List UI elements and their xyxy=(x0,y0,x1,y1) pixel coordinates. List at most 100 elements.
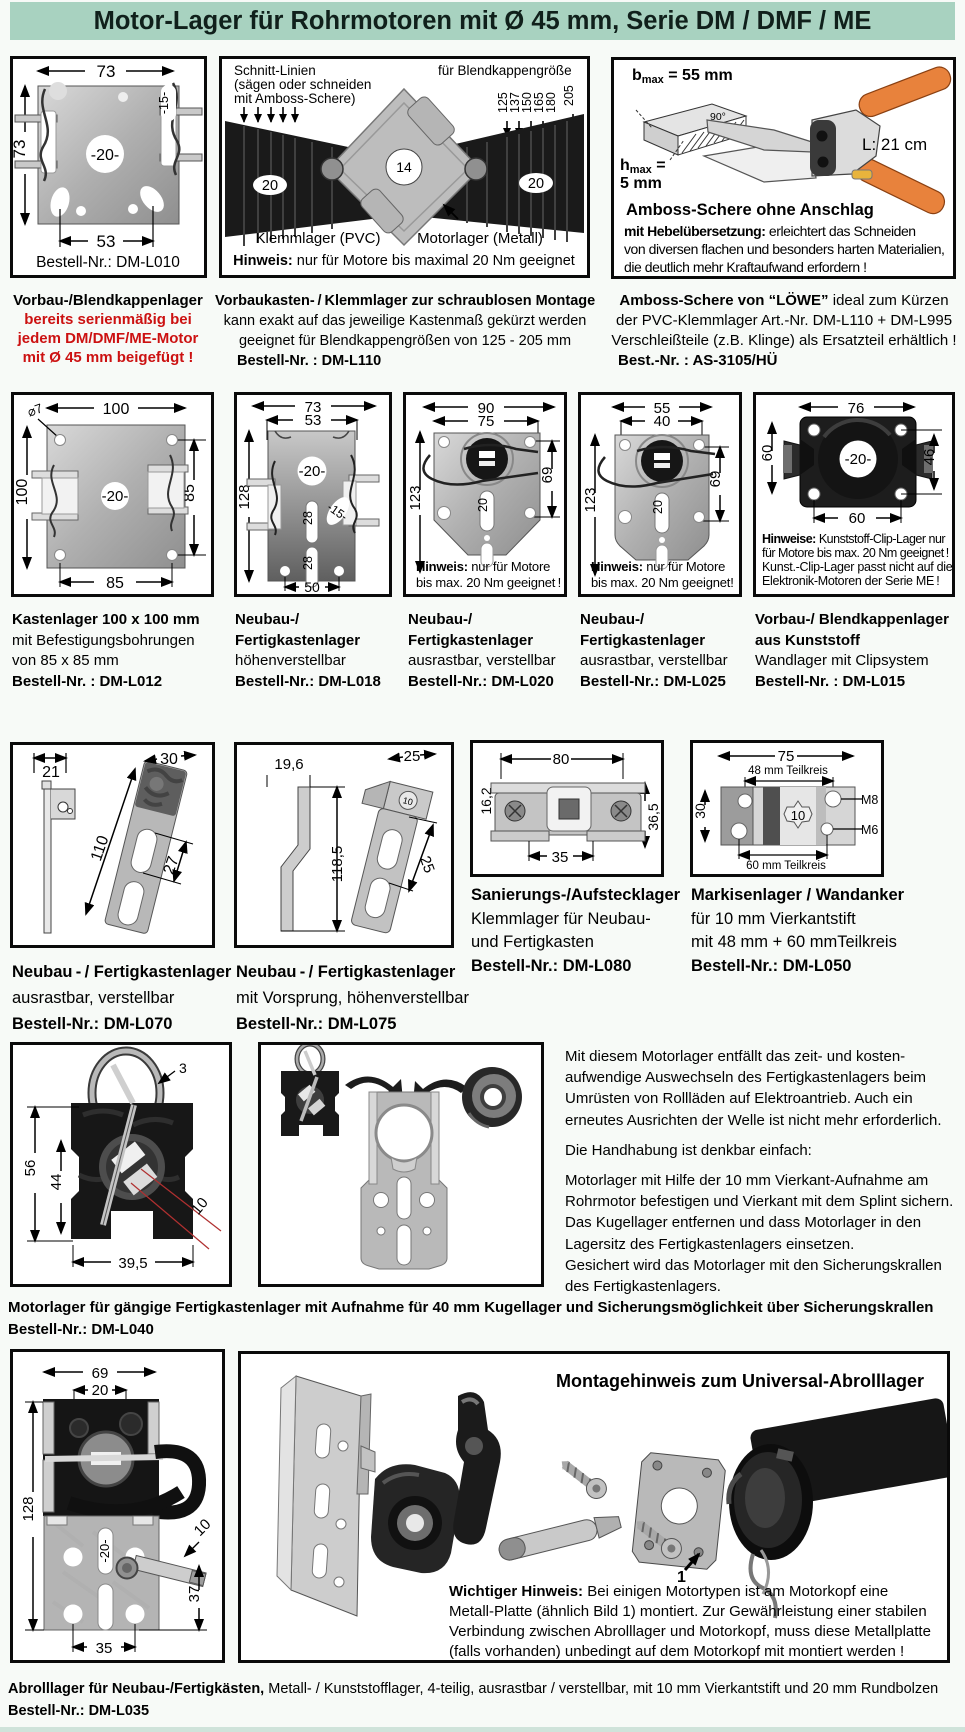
svg-text:55: 55 xyxy=(654,400,671,417)
svg-text:bmax = 55 mm: bmax = 55 mm xyxy=(632,67,733,86)
svg-text:hmax =: hmax = xyxy=(620,157,666,176)
svg-text:Wichtiger Hinweis: Bei einigen: Wichtiger Hinweis: Bei einigen Motortype… xyxy=(449,1583,888,1600)
svg-text:⌀7: ⌀7 xyxy=(25,400,44,419)
svg-text:118,5: 118,5 xyxy=(329,846,346,882)
svg-text:20: 20 xyxy=(476,498,490,512)
svg-text:180: 180 xyxy=(544,92,558,113)
svg-text:69: 69 xyxy=(92,1365,109,1382)
svg-text:bis max. 20 Nm geeignet !: bis max. 20 Nm geeignet ! xyxy=(416,575,561,590)
svg-text:Hinweise: Kunststoff-Clip-Lage: Hinweise: Kunststoff-Clip-Lager nur xyxy=(762,532,945,546)
svg-text:21: 21 xyxy=(42,764,60,781)
svg-text:-20-: -20- xyxy=(102,488,129,505)
svg-text:35: 35 xyxy=(96,1640,113,1657)
svg-text:205: 205 xyxy=(562,85,576,106)
svg-text:75: 75 xyxy=(478,413,495,430)
svg-text:10: 10 xyxy=(791,808,805,823)
svg-text:1: 1 xyxy=(677,1569,686,1586)
svg-text:-20-: -20- xyxy=(845,451,872,468)
svg-text:mit Hebelübersetzung: erleicht: mit Hebelübersetzung: erleichtert das Sc… xyxy=(624,223,916,239)
svg-text:(falls vorhanden) unbedingt au: (falls vorhanden) unbedingt auf dem Moto… xyxy=(449,1643,904,1660)
svg-text:137: 137 xyxy=(508,92,522,113)
svg-text:Montagehinweis zum Universal-A: Montagehinweis zum Universal-Abrolllager xyxy=(556,1371,924,1391)
svg-text:69: 69 xyxy=(707,471,724,488)
svg-text:Schnitt-Linien: Schnitt-Linien xyxy=(234,63,316,78)
svg-text:14: 14 xyxy=(396,159,412,175)
svg-text:10: 10 xyxy=(402,795,414,807)
svg-text:16,2: 16,2 xyxy=(478,787,494,814)
svg-text:Metall-Platte (ähnlich Bild 1): Metall-Platte (ähnlich Bild 1) montiert.… xyxy=(449,1603,927,1620)
svg-text:46: 46 xyxy=(921,449,938,466)
svg-text:48 mm Teilkreis: 48 mm Teilkreis xyxy=(748,765,828,777)
svg-text:5 mm: 5 mm xyxy=(620,175,662,192)
svg-text:30: 30 xyxy=(160,751,178,768)
svg-text:80: 80 xyxy=(553,751,570,768)
svg-text:L: 21 cm: L: 21 cm xyxy=(862,135,927,154)
svg-text:Kunst.-Clip-Lager passt nicht: Kunst.-Clip-Lager passt nicht auf die xyxy=(762,560,952,574)
svg-text:20: 20 xyxy=(92,1382,109,1399)
svg-text:36,5: 36,5 xyxy=(645,803,661,830)
svg-text:40: 40 xyxy=(654,413,671,430)
svg-text:Hinweis: nur für Motore: Hinweis: nur für Motore xyxy=(591,559,725,574)
svg-text:3: 3 xyxy=(179,1060,187,1076)
svg-text:150: 150 xyxy=(520,92,534,113)
svg-text:Hinweis: nur für Motore: Hinweis: nur für Motore xyxy=(416,559,550,574)
svg-text:56: 56 xyxy=(22,1160,39,1177)
svg-text:10: 10 xyxy=(191,1516,215,1540)
svg-text:28: 28 xyxy=(301,511,315,525)
svg-text:Verbindung zwischen Abrolllage: Verbindung zwischen Abrolllager und Moto… xyxy=(449,1623,931,1640)
svg-text:75: 75 xyxy=(778,748,795,765)
svg-text:für Motore bis max. 20 Nm geei: für Motore bis max. 20 Nm geeignet ! xyxy=(762,546,949,560)
svg-text:-20-: -20- xyxy=(97,1539,112,1562)
svg-text:128: 128 xyxy=(20,1496,37,1521)
svg-text:85: 85 xyxy=(106,575,124,592)
svg-text:25: 25 xyxy=(404,748,421,765)
svg-text:Bestell-Nr.: DM-L010: Bestell-Nr.: DM-L010 xyxy=(36,254,180,271)
svg-text:-15-: -15- xyxy=(157,92,171,114)
svg-text:M6: M6 xyxy=(861,823,878,837)
svg-text:die deutlich mehr Kraftaufwand: die deutlich mehr Kraftaufwand erfordern… xyxy=(624,259,867,275)
svg-text:73: 73 xyxy=(305,399,322,416)
svg-text:bis max. 20 Nm geeignet!: bis max. 20 Nm geeignet! xyxy=(591,575,734,590)
svg-text:27: 27 xyxy=(161,854,183,876)
svg-text:20: 20 xyxy=(262,178,278,194)
svg-text:-20-: -20- xyxy=(299,463,326,480)
svg-text:60 mm Teilkreis: 60 mm Teilkreis xyxy=(746,860,826,872)
svg-text:Elektronik-Motoren der Serie M: Elektronik-Motoren der Serie ME ! xyxy=(762,574,939,588)
svg-text:30: 30 xyxy=(693,803,708,819)
svg-text:100: 100 xyxy=(103,401,130,418)
svg-text:60: 60 xyxy=(759,445,776,462)
svg-text:44: 44 xyxy=(48,1174,65,1191)
svg-text:53: 53 xyxy=(97,232,116,251)
svg-text:35: 35 xyxy=(552,849,569,866)
svg-text:125: 125 xyxy=(496,92,510,113)
svg-text:53: 53 xyxy=(305,412,322,429)
svg-text:165: 165 xyxy=(532,92,546,113)
svg-text:85: 85 xyxy=(181,484,198,502)
svg-text:mit Amboss-Schere): mit Amboss-Schere) xyxy=(234,91,356,106)
svg-text:20: 20 xyxy=(528,176,544,192)
svg-text:19,6: 19,6 xyxy=(274,756,303,773)
svg-text:110: 110 xyxy=(88,834,112,864)
svg-text:28: 28 xyxy=(301,556,315,570)
svg-text:von diversen flachen und beson: von diversen flachen und besonders harte… xyxy=(624,241,944,257)
svg-text:123: 123 xyxy=(407,485,424,510)
svg-text:37: 37 xyxy=(186,1586,203,1603)
svg-text:73: 73 xyxy=(97,62,116,81)
svg-text:Motorlager (Metall): Motorlager (Metall) xyxy=(417,230,543,247)
svg-text:25: 25 xyxy=(416,854,438,875)
svg-text:für Blendkappengröße: für Blendkappengröße xyxy=(438,63,572,78)
svg-text:90°: 90° xyxy=(710,111,726,123)
svg-text:76: 76 xyxy=(848,400,865,417)
svg-text:100: 100 xyxy=(14,479,31,506)
svg-text:-20-: -20- xyxy=(91,147,119,164)
svg-text:73: 73 xyxy=(13,140,29,159)
svg-text:Klemmlager (PVC): Klemmlager (PVC) xyxy=(255,230,380,247)
svg-text:20: 20 xyxy=(651,500,665,514)
svg-text:Hinweis: nur für Motore bis ma: Hinweis: nur für Motore bis maximal 20 N… xyxy=(233,253,575,269)
svg-text:Amboss-Schere ohne Anschlag: Amboss-Schere ohne Anschlag xyxy=(626,201,874,219)
svg-text:39,5: 39,5 xyxy=(118,1255,147,1272)
svg-text:M8: M8 xyxy=(861,793,878,807)
svg-text:60: 60 xyxy=(849,510,866,527)
svg-text:128: 128 xyxy=(237,484,253,509)
svg-text:50: 50 xyxy=(304,579,320,594)
